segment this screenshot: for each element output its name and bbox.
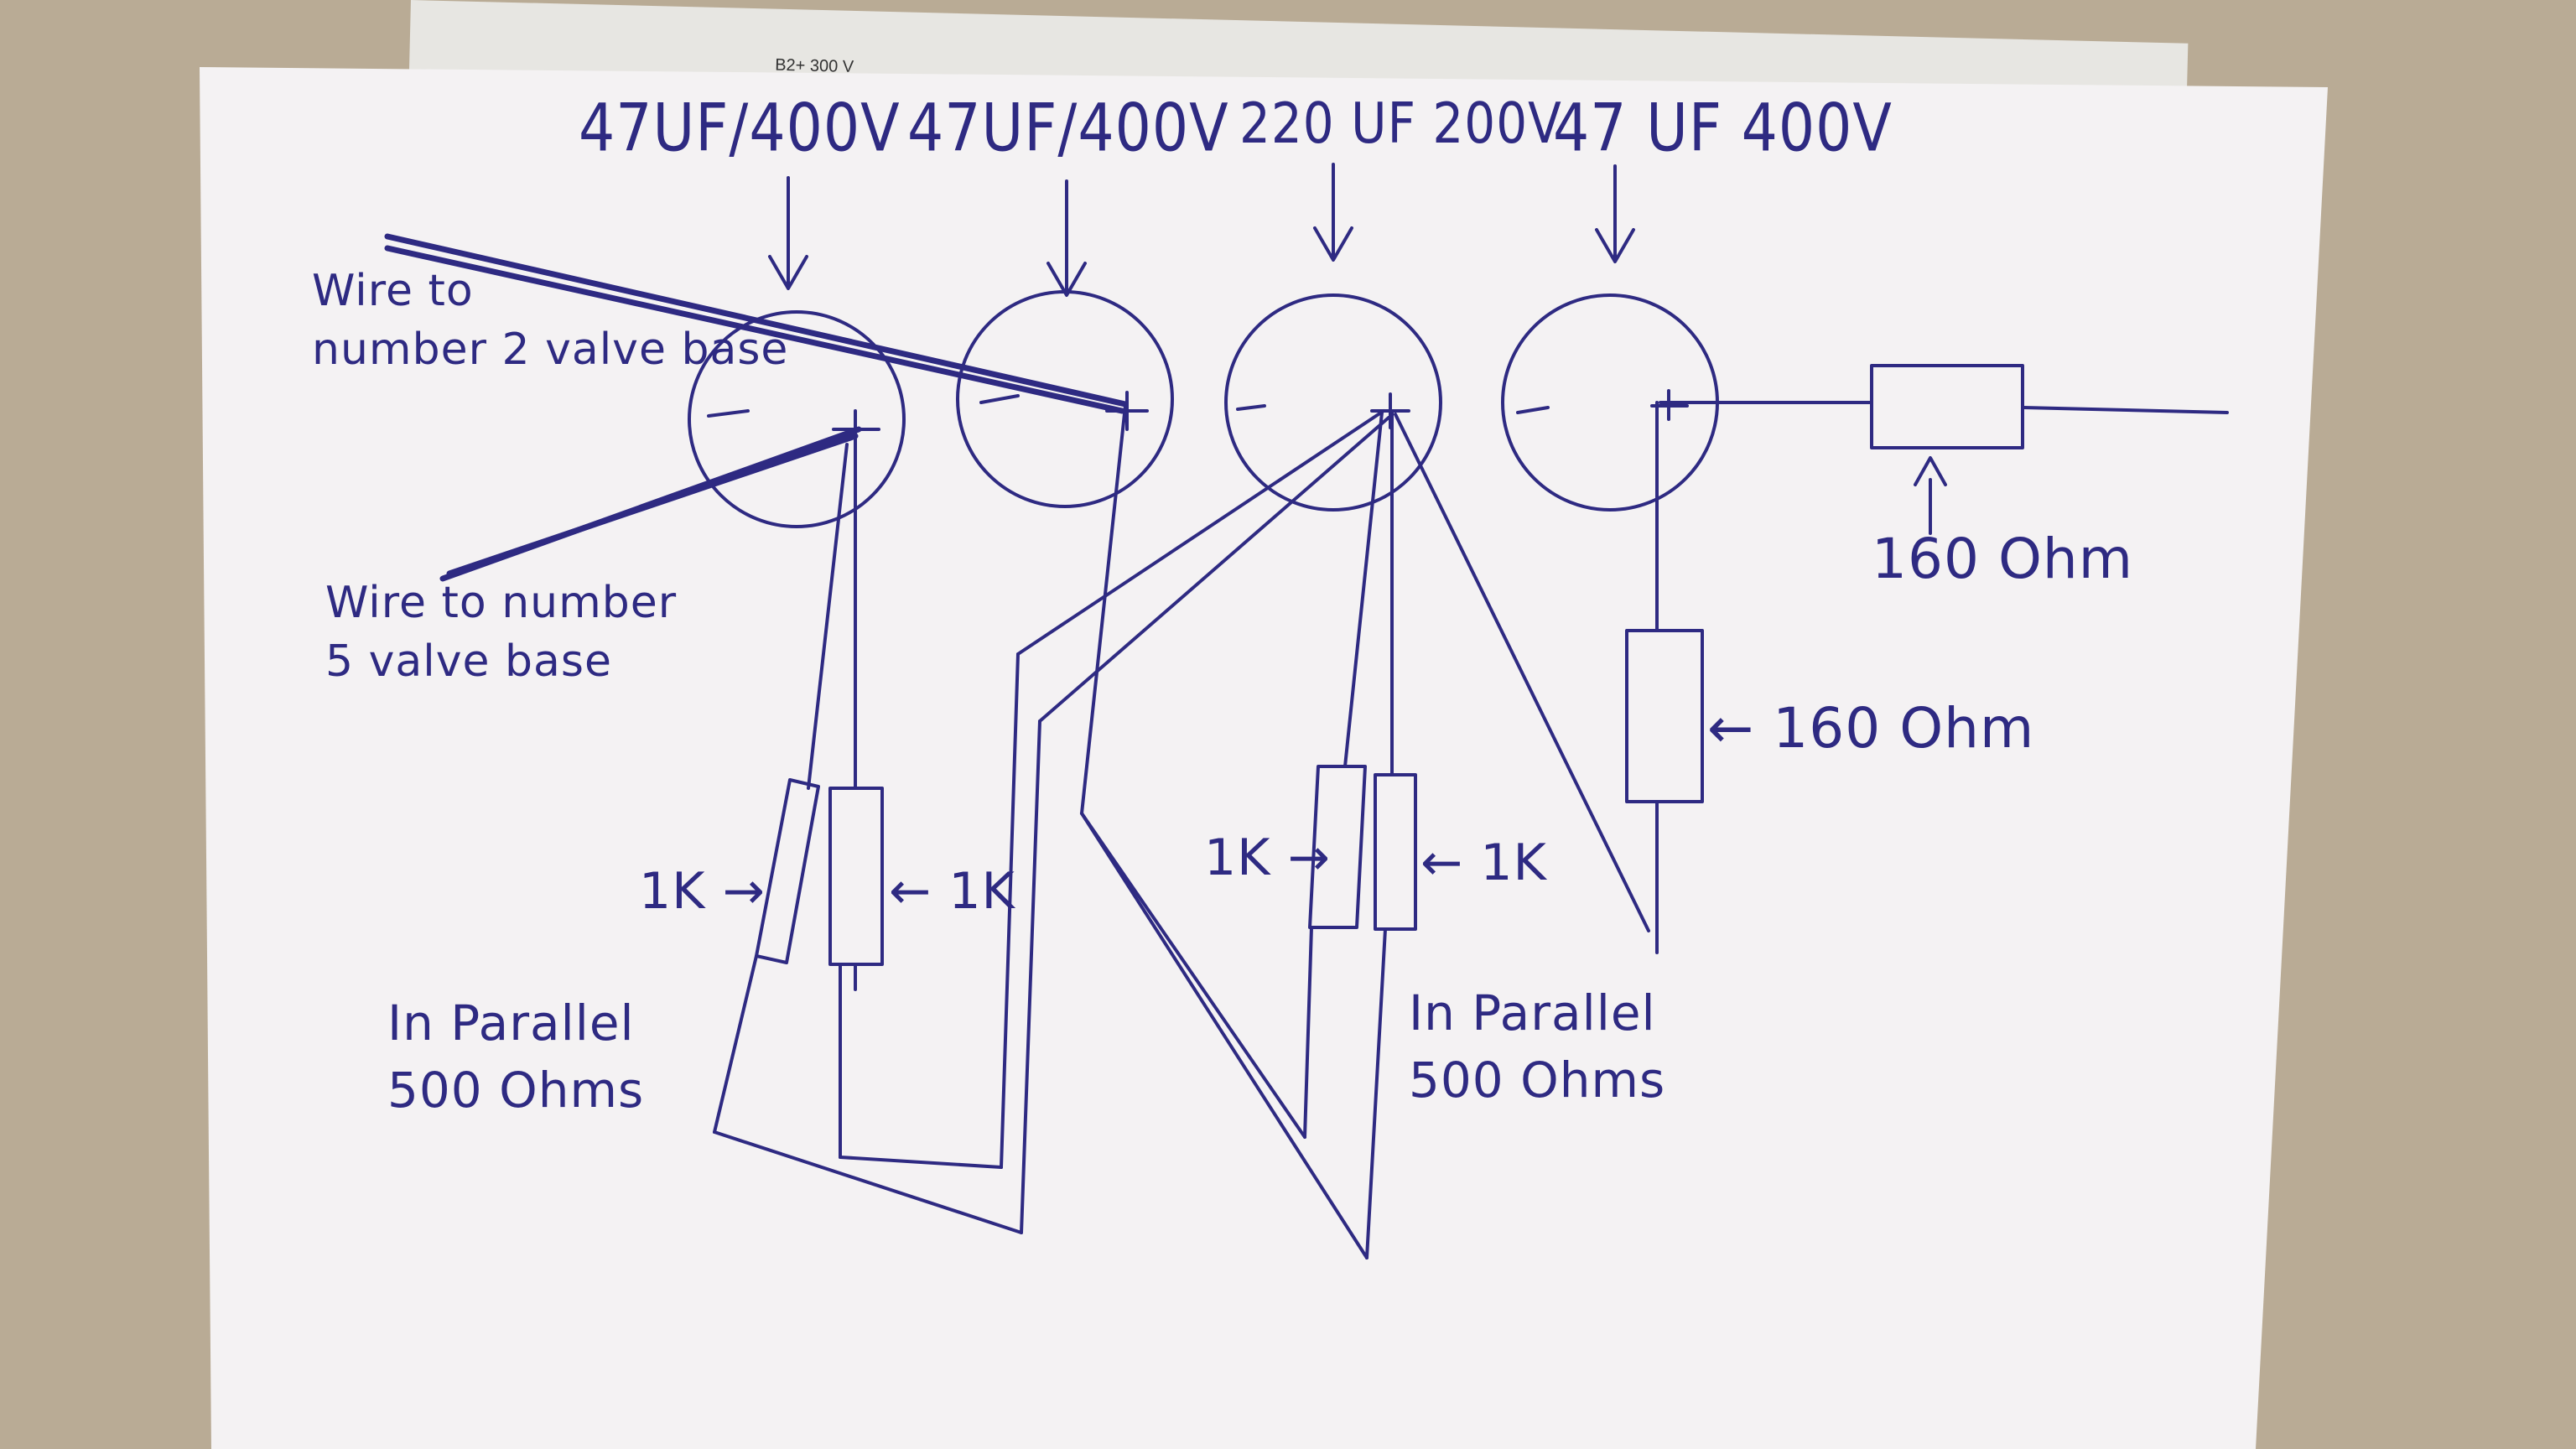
- cap-arrow-1: [768, 176, 808, 290]
- capacitor-3-body: [1224, 293, 1442, 512]
- capacitor-2-minus-mark: [979, 394, 1020, 404]
- wire-note-valve-2: Wire to number 2 valve base: [312, 266, 789, 375]
- middle-resistor-b-label: ← 1K: [1420, 834, 1547, 892]
- cap-arrow-3: [1313, 163, 1353, 262]
- left-resistor-network: [713, 418, 1041, 1234]
- left-resistor-a-label: 1K →: [639, 862, 766, 921]
- cap-arrow-2: [1046, 179, 1087, 297]
- wire-to-valve-2: [384, 233, 1129, 414]
- capacitor-4-plus-mark: [1650, 389, 1689, 421]
- capacitor-1-body: [688, 310, 906, 528]
- capacitor-4-minus-mark: [1516, 406, 1550, 414]
- capacitor-3-label: 220 UF 200V: [1239, 91, 1562, 157]
- capacitor-1-plus-mark: [832, 409, 880, 451]
- capacitor-2-label: 47UF/400V: [907, 91, 1229, 167]
- wire-note-valve-5: Wire to number 5 valve base: [325, 578, 678, 687]
- left-parallel-note: In Parallel 500 Ohms: [387, 995, 645, 1119]
- cap-arrow-4: [1595, 164, 1635, 263]
- capacitor-4-label: 47 UF 400V: [1553, 91, 1893, 167]
- middle-resistor-network: [1016, 404, 1650, 1259]
- left-resistor-b-label: ← 1K: [889, 862, 1015, 921]
- series-160-resistor-label: 160 Ohm: [1872, 527, 2134, 591]
- capacitor-3-minus-mark: [1236, 404, 1266, 411]
- vertical-160-resistor: [1625, 629, 1704, 803]
- right-parallel-note: In Parallel 500 Ohms: [1409, 984, 1666, 1109]
- capacitor-1-label: 47UF/400V: [579, 91, 901, 167]
- wire-to-valve-5: [439, 426, 862, 582]
- capacitor-1-minus-mark: [707, 409, 750, 418]
- capacitor-2-plus-mark: [1105, 391, 1149, 431]
- vertical-160-resistor-label: ← 160 Ohm: [1707, 696, 2035, 761]
- right-resistor-network: [1625, 364, 2229, 954]
- capacitor-2-body: [956, 290, 1174, 508]
- middle-resistor-a-label: 1K →: [1204, 828, 1331, 887]
- capacitor-3-plus-mark: [1370, 392, 1410, 429]
